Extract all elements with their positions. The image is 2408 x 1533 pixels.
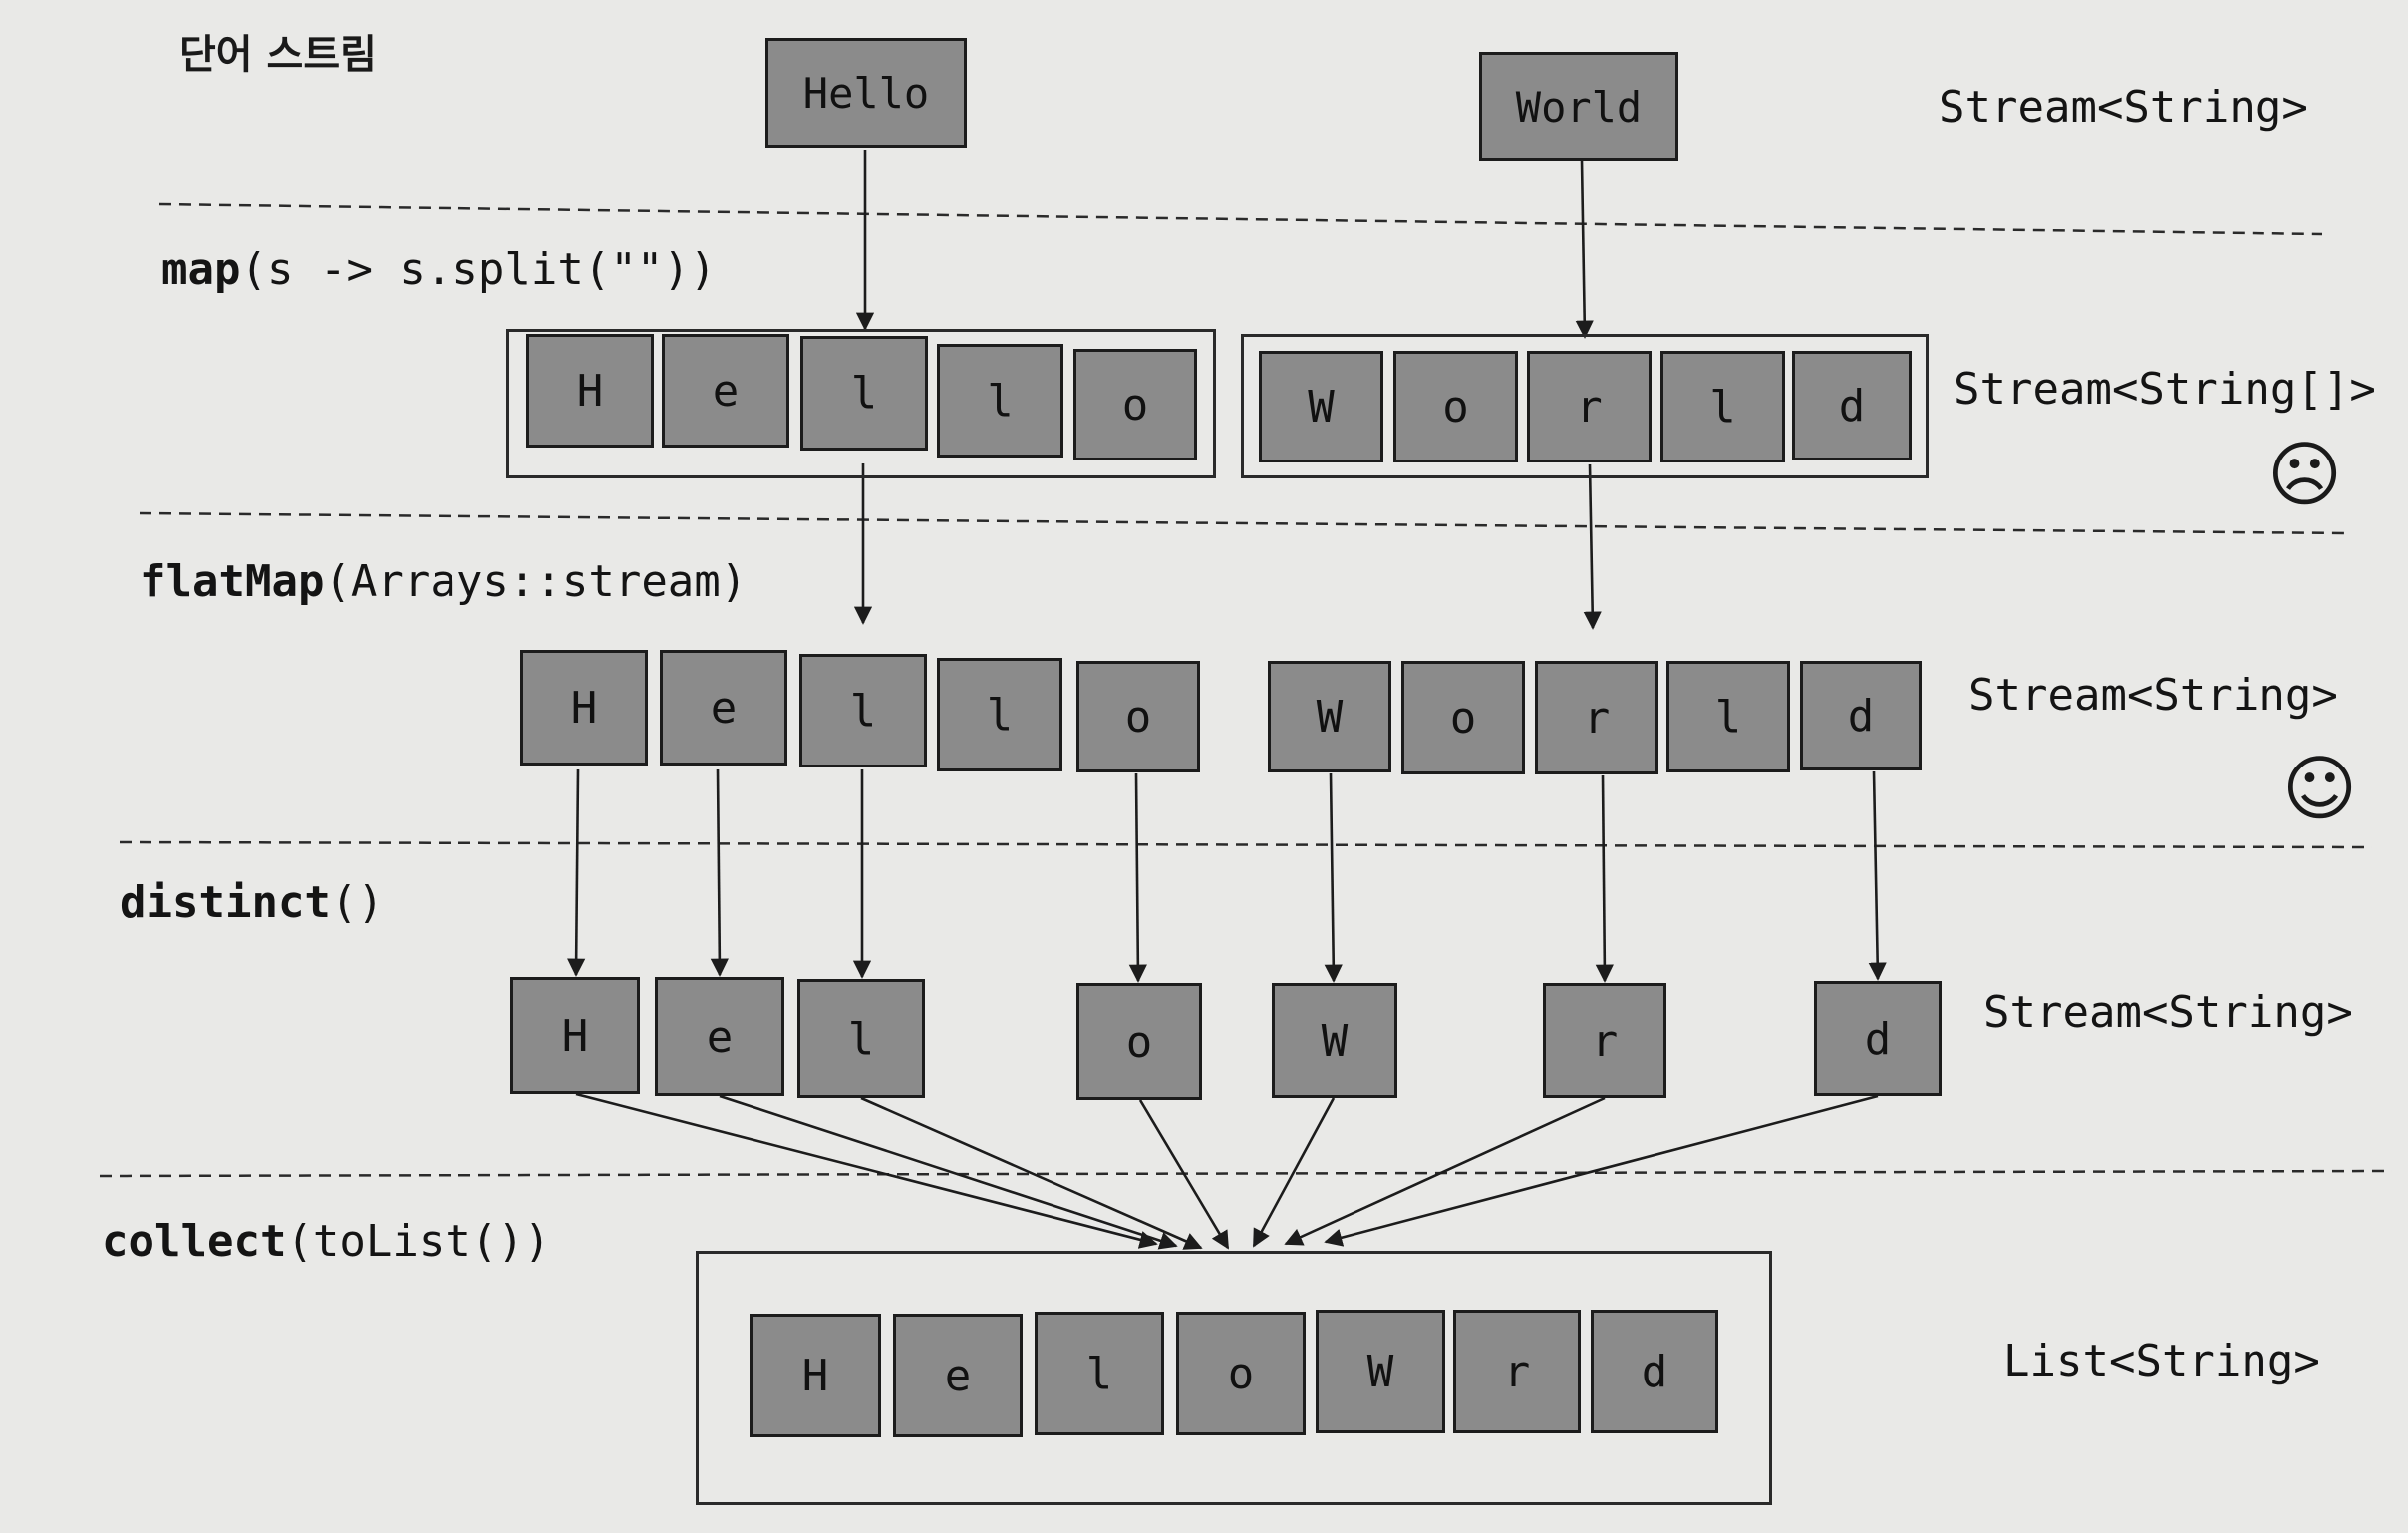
flat-cell: l — [937, 658, 1062, 771]
list-cell: H — [750, 1314, 881, 1437]
stage-label-collect: collect(toList()) — [102, 1216, 550, 1267]
distinct-cell: W — [1272, 983, 1397, 1098]
type-label-distinct: Stream<String> — [1983, 987, 2353, 1038]
array-group-world — [1241, 334, 1929, 478]
happy-face-icon: ☺ — [2282, 747, 2358, 830]
array-cell: r — [1527, 351, 1652, 462]
distinct-cell: r — [1543, 983, 1666, 1098]
array-cell: d — [1792, 351, 1912, 460]
array-cell: H — [526, 334, 654, 448]
flow-arrow — [1324, 772, 1343, 983]
divider-line — [139, 511, 2348, 535]
stage-args: (s -> s.split("")) — [240, 244, 717, 295]
stage-keyword: map — [161, 244, 241, 295]
distinct-cell: o — [1076, 983, 1202, 1100]
array-cell: e — [662, 334, 789, 448]
word-box-world: World — [1479, 52, 1678, 161]
stage-label-distinct: distinct() — [120, 877, 384, 928]
flow-arrow — [1575, 160, 1594, 339]
flow-arrow — [1138, 1099, 1230, 1250]
stage-keyword: flatMap — [140, 556, 325, 607]
array-cell: l — [937, 344, 1063, 458]
flow-arrow — [860, 1096, 1203, 1250]
flow-arrow — [719, 1094, 1178, 1250]
flat-cell: l — [1666, 661, 1790, 772]
flow-arrow — [1595, 774, 1614, 983]
stage-keyword: collect — [102, 1216, 287, 1267]
array-cell: l — [1660, 351, 1785, 462]
divider-line — [158, 202, 2323, 236]
sad-face-icon: ☹ — [2267, 433, 2343, 516]
stage-args: (toList()) — [286, 1216, 551, 1267]
type-label-flatmap: Stream<String> — [1968, 670, 2338, 721]
flat-cell: W — [1268, 661, 1391, 772]
stage-args: () — [330, 877, 384, 928]
flat-cell: H — [520, 650, 648, 766]
flow-arrow — [1284, 1096, 1606, 1246]
stage-args: (Arrays::stream) — [324, 556, 748, 607]
list-cell: o — [1176, 1312, 1306, 1435]
list-cell: e — [893, 1314, 1023, 1437]
stage-keyword: distinct — [120, 877, 331, 928]
result-list-frame — [696, 1251, 1772, 1505]
flat-cell: o — [1076, 661, 1200, 772]
distinct-cell: d — [1814, 981, 1942, 1096]
array-cell: o — [1393, 351, 1518, 462]
type-label-collect: List<String> — [2003, 1336, 2320, 1386]
array-cell: o — [1073, 349, 1197, 460]
array-group-hello — [506, 329, 1216, 478]
flow-arrow — [1868, 770, 1887, 981]
diagram-title: 단어 스트림 — [179, 32, 377, 78]
flow-arrow — [1128, 772, 1147, 983]
type-label-map: Stream<String[]> — [1954, 364, 2376, 415]
array-cell: l — [800, 336, 928, 451]
flow-arrow — [1583, 463, 1602, 630]
flow-arrow — [710, 768, 729, 977]
list-cell: l — [1035, 1312, 1164, 1435]
list-cell: d — [1591, 1310, 1718, 1433]
stage-label-flatmap: flatMap(Arrays::stream) — [140, 556, 747, 607]
flow-arrow — [567, 768, 586, 977]
array-cell: W — [1259, 351, 1383, 462]
distinct-cell: e — [655, 977, 784, 1096]
type-label-words: Stream<String> — [1939, 82, 2308, 133]
word-box-hello: Hello — [765, 38, 967, 148]
flat-cell: o — [1401, 661, 1525, 774]
flow-arrow — [575, 1092, 1158, 1249]
stage-label-map: map(s -> s.split("")) — [161, 244, 716, 295]
flat-cell: e — [660, 650, 787, 766]
flat-cell: r — [1535, 661, 1658, 774]
list-cell: W — [1316, 1310, 1445, 1433]
flat-cell: d — [1800, 661, 1922, 770]
flat-cell: l — [799, 654, 927, 767]
divider-line — [99, 1169, 2393, 1178]
distinct-cell: l — [797, 979, 925, 1098]
list-cell: r — [1453, 1310, 1581, 1433]
distinct-cell: H — [510, 977, 640, 1094]
divider-line — [119, 840, 2373, 849]
flow-arrow — [1252, 1097, 1336, 1248]
flow-arrow — [1324, 1094, 1879, 1247]
